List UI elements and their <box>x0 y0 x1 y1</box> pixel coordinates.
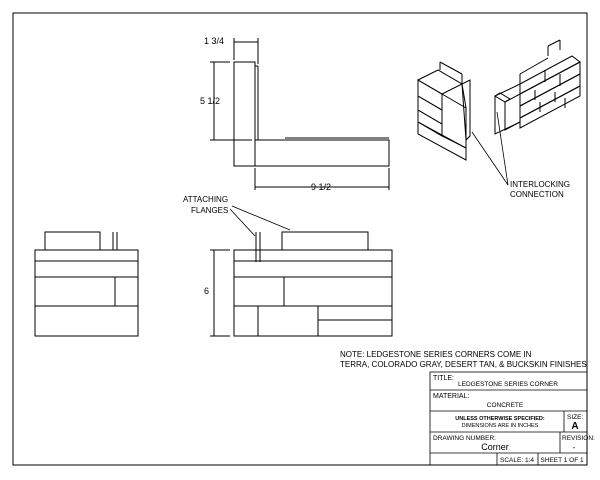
title-value: LEDGESTONE SERIES CORNER <box>458 381 558 388</box>
unless-specified: UNLESS OTHERWISE SPECIFIED: <box>455 416 545 422</box>
drawing-number-label: DRAWING NUMBER: <box>433 435 496 442</box>
interlock-leaders <box>471 111 509 186</box>
scale-text: SCALE: 1:4 <box>500 457 534 464</box>
dim-top-width: 1 3/4 <box>204 36 224 46</box>
attaching-leaders <box>229 205 291 237</box>
dims-in-inches: DIMENSIONS ARE IN INCHES <box>462 423 539 429</box>
material-label: MATERIAL: <box>433 393 469 400</box>
attaching-label-1: ATTACHING <box>183 195 228 204</box>
isometric-view <box>416 39 581 161</box>
note-line-2: TERRA, COLORADO GRAY, DESERT TAN, & BUCK… <box>340 360 587 369</box>
drawing-number-value: Corner <box>481 442 509 452</box>
dim-height: 5 1/2 <box>200 96 220 106</box>
revision-value: - <box>573 443 576 452</box>
side-view <box>34 231 139 337</box>
top-view <box>210 38 390 190</box>
size-value: A <box>571 421 578 432</box>
title-block <box>429 371 588 466</box>
interlock-label-2: CONNECTION <box>510 190 564 199</box>
interlock-label-1: INTERLOCKING <box>510 180 570 189</box>
size-label: SIZE: <box>567 414 583 421</box>
revision-label: REVISION: <box>562 435 595 442</box>
dim-front-height: 6 <box>204 286 209 296</box>
sheet-text: SHEET 1 OF 1 <box>540 457 584 464</box>
note-line-1: NOTE: LEDGESTONE SERIES CORNERS COME IN <box>340 350 532 359</box>
dim-length: 9 1/2 <box>311 182 331 192</box>
attaching-label-2: FLANGES <box>191 206 228 215</box>
material-value: CONCRETE <box>487 402 524 409</box>
sheet-border <box>12 12 588 466</box>
title-label: TITLE: <box>433 375 454 382</box>
front-view <box>210 231 393 337</box>
